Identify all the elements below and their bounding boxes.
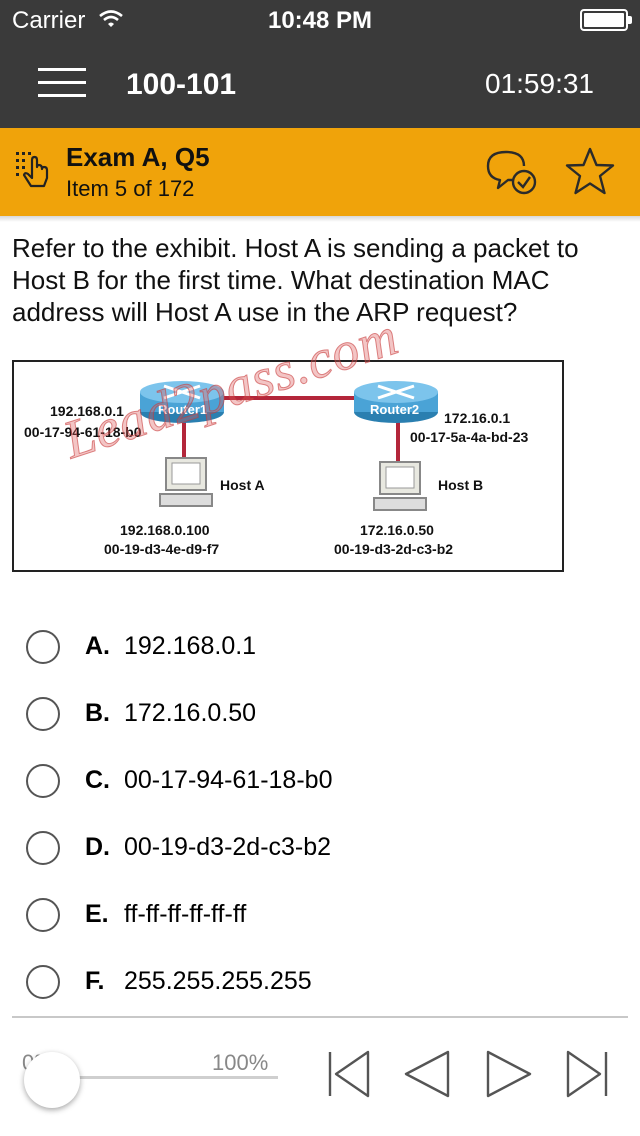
- host-a-ip: 192.168.0.100: [120, 522, 210, 538]
- option-c[interactable]: C. 00-17-94-61-18-b0: [0, 748, 640, 808]
- option-text: 00-19-d3-2d-c3-b2: [124, 833, 332, 861]
- option-letter: D.: [85, 833, 110, 861]
- router1-icon: [140, 381, 224, 423]
- first-icon[interactable]: [324, 1046, 376, 1102]
- router2-icon: [354, 381, 438, 423]
- nav-bar: 100-101 01:59:31: [0, 40, 640, 128]
- header-shadow: [0, 216, 640, 222]
- option-f[interactable]: F. 255.255.255.255: [0, 949, 640, 1009]
- host-a-label: Host A: [220, 477, 265, 493]
- radio-button[interactable]: [26, 764, 60, 798]
- host-a-icon: [159, 457, 213, 507]
- slider-knob[interactable]: [24, 1052, 80, 1108]
- option-letter: E.: [85, 900, 109, 928]
- option-text: 192.168.0.1: [124, 632, 257, 660]
- divider: [12, 1016, 628, 1018]
- option-text: ff-ff-ff-ff-ff-ff: [124, 900, 247, 928]
- router1-ip: 192.168.0.1: [50, 403, 124, 419]
- router1-mac: 00-17-94-61-18-b0: [24, 424, 142, 440]
- router1-label: Router1: [158, 402, 208, 417]
- option-text: 172.16.0.50: [124, 699, 257, 727]
- question-header: Exam A, Q5 Item 5 of 172: [0, 128, 640, 216]
- radio-button[interactable]: [26, 831, 60, 865]
- router2-ip: 172.16.0.1: [444, 410, 511, 426]
- radio-button[interactable]: [26, 965, 60, 999]
- option-a[interactable]: A. 192.168.0.1: [0, 614, 640, 674]
- carrier-label: Carrier: [12, 7, 86, 34]
- status-bar: Carrier 10:48 PM: [0, 0, 640, 40]
- host-b-icon: [373, 461, 427, 511]
- option-e[interactable]: E. ff-ff-ff-ff-ff-ff: [0, 882, 640, 942]
- host-b-label: Host B: [438, 477, 484, 493]
- hand-pointer-icon[interactable]: [14, 146, 58, 194]
- option-d[interactable]: D. 00-19-d3-2d-c3-b2: [0, 815, 640, 875]
- option-letter: B.: [85, 699, 110, 727]
- progress-slider[interactable]: 0% 100%: [20, 1040, 280, 1108]
- slider-track[interactable]: [32, 1076, 278, 1079]
- radio-button[interactable]: [26, 630, 60, 664]
- next-icon[interactable]: [482, 1046, 534, 1102]
- option-b[interactable]: B. 172.16.0.50: [0, 681, 640, 741]
- star-icon[interactable]: [562, 146, 618, 198]
- battery-icon: [580, 9, 632, 31]
- question-counter: Item 5 of 172: [66, 176, 195, 201]
- wifi-icon: [98, 8, 124, 36]
- router2-mac: 00-17-5a-4a-bd-23: [410, 429, 529, 445]
- chat-check-icon[interactable]: [484, 148, 540, 198]
- option-letter: F.: [85, 967, 105, 995]
- exhibit-image: [12, 360, 564, 572]
- exam-title: 100-101: [126, 68, 237, 101]
- host-a-mac: 00-19-d3-4e-d9-f7: [104, 541, 220, 557]
- previous-icon[interactable]: [402, 1046, 454, 1102]
- radio-button[interactable]: [26, 697, 60, 731]
- question-title: Exam A, Q5: [66, 142, 210, 172]
- host-b-ip: 172.16.0.50: [360, 522, 434, 538]
- menu-icon[interactable]: [38, 68, 86, 98]
- progress-max-label: 100%: [212, 1050, 269, 1075]
- radio-button[interactable]: [26, 898, 60, 932]
- question-text: Refer to the exhibit. Host A is sending …: [12, 233, 579, 327]
- last-icon[interactable]: [562, 1046, 614, 1102]
- option-text: 255.255.255.255: [124, 967, 312, 995]
- exam-timer: 01:59:31: [485, 68, 594, 99]
- status-time: 10:48 PM: [267, 7, 373, 34]
- host-b-mac: 00-19-d3-2d-c3-b2: [334, 541, 454, 557]
- option-text: 00-17-94-61-18-b0: [124, 766, 333, 794]
- router2-label: Router2: [370, 402, 420, 417]
- option-letter: A.: [85, 632, 110, 660]
- option-letter: C.: [85, 766, 110, 794]
